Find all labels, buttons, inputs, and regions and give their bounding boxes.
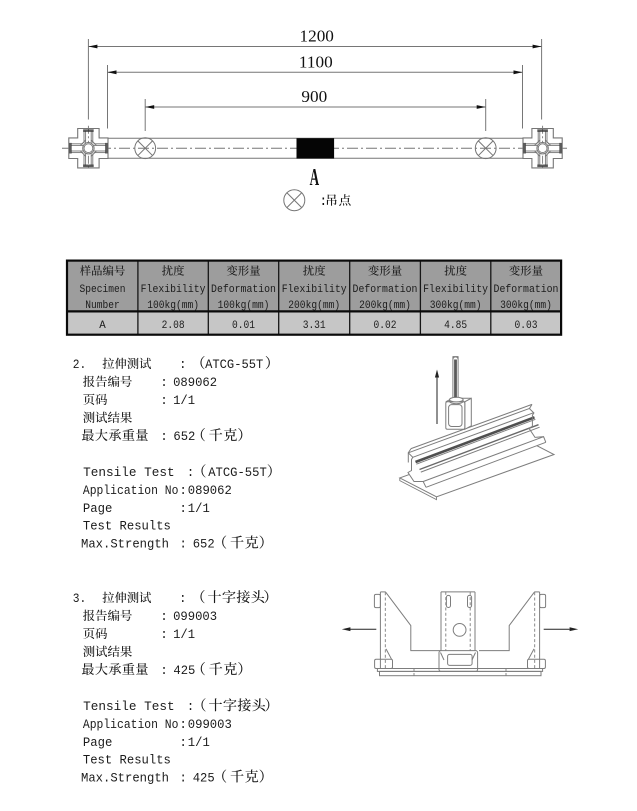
svg-text:300kg(mm): 300kg(mm) (430, 300, 482, 312)
svg-text:1200: 1200 (300, 27, 334, 46)
svg-text:2.08: 2.08 (162, 320, 185, 332)
svg-text::: : (179, 502, 187, 516)
svg-text:A: A (310, 165, 320, 191)
svg-text::: : (187, 466, 195, 480)
svg-text:Flexibility: Flexibility (423, 284, 488, 296)
svg-text:A: A (99, 320, 106, 332)
svg-text::: : (179, 771, 187, 785)
svg-text::: : (160, 394, 168, 408)
svg-text:Number: Number (85, 300, 120, 312)
svg-text::: : (319, 195, 327, 210)
svg-text:100kg(mm): 100kg(mm) (147, 300, 199, 312)
svg-text:Test Results: Test Results (83, 754, 171, 768)
svg-text:200kg(mm): 200kg(mm) (288, 300, 340, 312)
svg-text:200kg(mm): 200kg(mm) (359, 300, 411, 312)
svg-text:Max.Strength: Max.Strength (81, 537, 169, 551)
svg-text::: : (160, 610, 168, 624)
svg-text:089062: 089062 (188, 484, 232, 498)
svg-text:ATCG-55T: ATCG-55T (208, 466, 267, 480)
svg-text:Test Results: Test Results (83, 520, 171, 534)
svg-text:1100: 1100 (299, 52, 333, 71)
svg-text::: : (160, 628, 168, 642)
svg-text:Flexibility: Flexibility (282, 284, 347, 296)
svg-text:1/1: 1/1 (173, 628, 195, 642)
svg-text::: : (179, 736, 187, 750)
svg-text::: : (179, 537, 187, 551)
svg-text:652: 652 (193, 537, 215, 551)
svg-text:Deformation: Deformation (211, 284, 276, 296)
svg-text:425: 425 (173, 664, 195, 678)
svg-text:Page: Page (83, 736, 113, 750)
svg-text:099003: 099003 (173, 610, 217, 624)
svg-text:Deformation: Deformation (494, 284, 559, 296)
svg-text::: : (160, 376, 168, 390)
svg-text:Specimen: Specimen (80, 284, 126, 296)
svg-text:Max.Strength: Max.Strength (81, 771, 169, 785)
svg-text:0.03: 0.03 (515, 320, 538, 332)
svg-text:3.31: 3.31 (303, 320, 326, 332)
svg-text::: : (160, 664, 168, 678)
svg-text:Deformation: Deformation (353, 284, 418, 296)
svg-text:2.: 2. (73, 358, 87, 372)
svg-text:1/1: 1/1 (188, 736, 210, 750)
svg-text:300kg(mm): 300kg(mm) (500, 300, 552, 312)
svg-text:089062: 089062 (173, 376, 217, 390)
svg-text:900: 900 (301, 87, 327, 106)
svg-text:Tensile Test: Tensile Test (83, 466, 174, 480)
svg-text:Tensile Test: Tensile Test (83, 700, 174, 714)
svg-text:0.02: 0.02 (374, 320, 397, 332)
svg-text:652: 652 (173, 430, 195, 444)
svg-text::: : (179, 718, 187, 732)
svg-text:3.: 3. (73, 592, 87, 606)
svg-text:1/1: 1/1 (188, 502, 210, 516)
svg-text::: : (179, 484, 187, 498)
svg-text::: : (179, 358, 187, 372)
svg-text:Application No: Application No (83, 484, 178, 498)
svg-text:Application No: Application No (83, 718, 178, 732)
svg-text:Page: Page (83, 502, 113, 516)
svg-text:ATCG-55T: ATCG-55T (205, 358, 264, 372)
svg-text:425: 425 (193, 771, 215, 785)
svg-text::: : (160, 430, 168, 444)
svg-text:0.01: 0.01 (232, 320, 255, 332)
svg-text:099003: 099003 (188, 718, 232, 732)
svg-text::: : (179, 592, 187, 606)
svg-text:Flexibility: Flexibility (141, 284, 206, 296)
svg-text::: : (187, 700, 195, 714)
svg-text:4.85: 4.85 (444, 320, 467, 332)
svg-text:100kg(mm): 100kg(mm) (218, 300, 270, 312)
svg-text:1/1: 1/1 (173, 394, 195, 408)
